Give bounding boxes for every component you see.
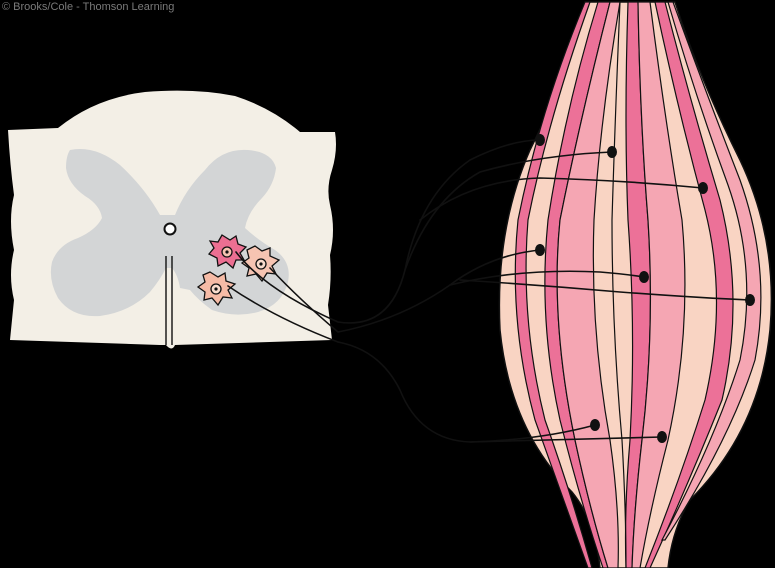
neuromuscular-junction	[698, 182, 708, 194]
central-canal	[163, 222, 177, 236]
motor-axon	[235, 251, 339, 323]
motor-axon	[269, 267, 339, 333]
neuromuscular-junction	[590, 419, 600, 431]
motor-axon	[227, 285, 339, 343]
motor-neuron-cell	[207, 234, 248, 270]
motor-neuron-cell	[196, 271, 237, 307]
motor-axon	[459, 279, 751, 301]
motor-axon	[337, 139, 541, 324]
muscle	[498, 1, 773, 568]
neuromuscular-junction	[535, 134, 545, 146]
motor-axons	[227, 139, 751, 443]
median-fissure	[165, 256, 173, 345]
muscle-fiber	[631, 1, 686, 568]
muscle-fiber	[661, 1, 762, 541]
neuromuscular-junction	[639, 271, 649, 283]
motor-axon	[404, 151, 613, 271]
muscle-fiber-border	[611, 1, 627, 568]
spinal-cord-cross-section	[8, 90, 336, 349]
muscle-fibers	[514, 1, 762, 568]
copyright-credit: © Brooks/Cole - Thomson Learning	[2, 1, 175, 13]
muscle-fiber	[556, 1, 621, 568]
motor-axon	[337, 341, 596, 443]
muscle-fiber	[514, 1, 593, 568]
neuromuscular-junction	[745, 294, 755, 306]
neuromuscular-junction	[657, 431, 667, 443]
motor-neurons	[196, 234, 281, 307]
motor-axon	[469, 436, 663, 443]
motor-axon	[449, 270, 645, 286]
neuromuscular-junctions	[535, 134, 755, 443]
motor-axon	[419, 177, 704, 221]
motor-neuron-cell	[240, 245, 281, 283]
neuromuscular-junction	[535, 244, 545, 256]
neuromuscular-junction	[607, 146, 617, 158]
